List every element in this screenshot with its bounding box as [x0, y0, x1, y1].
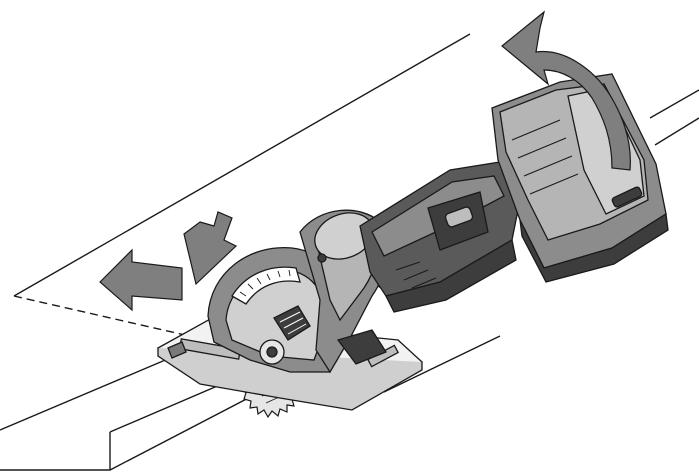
grip-texture — [395, 261, 441, 295]
board-right-edge-bottom — [654, 117, 699, 146]
housing-screw-1 — [317, 253, 327, 263]
depth-lock-knob — [273, 305, 311, 341]
direction-arrows — [99, 10, 631, 312]
angle-scale — [231, 266, 301, 305]
battery-pack — [491, 73, 669, 283]
saw-handle — [359, 161, 521, 313]
push-forward-arrow-icon — [99, 248, 183, 312]
board-back-edge — [13, 33, 471, 297]
board-right-lower — [383, 335, 501, 393]
battery-side-panel — [567, 87, 645, 215]
cut-guide-line — [13, 295, 186, 336]
board-front-face-bottom — [0, 391, 261, 471]
knob-grip-lines — [279, 311, 307, 335]
workpiece-board — [0, 33, 699, 471]
handle-underside — [385, 238, 517, 313]
board-front-top-edge — [0, 357, 171, 431]
lift-curved-arrow-icon — [501, 10, 631, 171]
battery-base — [519, 212, 669, 283]
blade-arbor-center — [266, 346, 278, 358]
battery-ribs — [511, 119, 579, 195]
board-right-edge-top — [649, 89, 699, 119]
base-front-notch — [167, 341, 187, 359]
saw-head — [207, 209, 389, 374]
trigger-button — [444, 206, 474, 228]
angle-scale-ticks — [239, 269, 291, 297]
dust-port — [336, 329, 387, 365]
battery-release-tab — [611, 186, 643, 208]
press-down-arrow-icon — [183, 211, 238, 286]
